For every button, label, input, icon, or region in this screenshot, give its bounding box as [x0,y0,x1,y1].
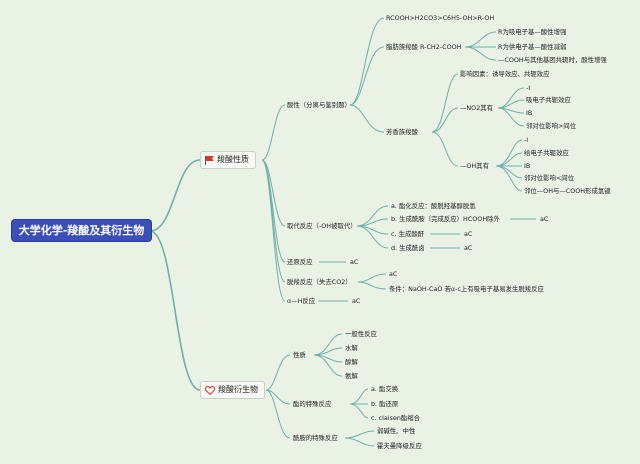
node-acidity[interactable]: 酸性（分离与鉴别题） [287,101,351,109]
substitution-item[interactable]: b. 生成酰胺（完成反应）HCOOH除外 [391,215,500,223]
node-amide[interactable]: 酰胺的特殊反应 [293,434,338,442]
no2-item[interactable]: IB [526,109,533,117]
substitution-item[interactable]: c. 生成酸酐 [391,230,425,238]
node-reduction[interactable]: 还原反应 [287,258,313,266]
node-reduction-extra: aC [350,258,359,266]
substitution-extra: aC [464,244,473,252]
no2-item[interactable]: 邻对位影响>间位 [526,122,577,130]
oh-item[interactable]: 给电子共轭效应 [524,149,569,157]
substitution-extra: aC [464,230,473,238]
properties-item[interactable]: 氨解 [345,372,358,380]
oh-item[interactable]: IB [524,162,531,170]
flag-icon [205,155,214,165]
no2-item[interactable]: 吸电子共轭效应 [526,96,571,104]
aliphatic-item[interactable]: R为供电子基—酸性减弱 [498,43,567,51]
ester-item[interactable]: b. 酯还原 [371,400,399,408]
acidity-order[interactable]: RCOOH>H2CO3>C6H5-OH>R-OH [386,14,495,22]
aromatic-factor[interactable]: 影响因素：诱导效应、共轭效应 [460,70,550,78]
node-ester[interactable]: 酯的特殊反应 [293,400,332,408]
ester-item[interactable]: a. 酯交换 [371,385,399,393]
node-decarboxylation[interactable]: 脱羧反应（失去CO2） [287,278,352,286]
oh-item[interactable]: -I [524,136,529,144]
decarboxylation-item[interactable]: aC [389,270,398,278]
root-topic[interactable]: 大学化学-羧酸及其衍生物 [12,220,151,241]
node-no2[interactable]: —NO2其有 [460,104,494,112]
amide-item[interactable]: 霍夫曼降级反应 [377,442,422,450]
node-substitution[interactable]: 取代反应（-OH被取代） [287,222,357,230]
oh-item[interactable]: 邻位—OH与—COOH形成氢键 [524,187,611,195]
substitution-item[interactable]: a. 酯化反应：酸脱羟基醇脱氢 [391,202,476,210]
node-oh[interactable]: —OH其有 [460,162,490,170]
ester-item[interactable]: c. claisen酯缩合 [371,414,421,422]
substitution-extra: aC [540,215,549,223]
branch-carboxylic-derivatives[interactable]: 羧酸衍生物 [200,381,265,399]
oh-item[interactable]: 邻对位影响<间位 [524,174,575,182]
branch-carboxylic-properties[interactable]: 羧酸性质 [200,151,256,169]
node-alpha-h-extra: aC [352,297,361,305]
node-aliphatic[interactable]: 脂肪族羧酸 R-CH2-COOH [386,43,462,51]
node-aromatic[interactable]: 芳香族羧酸 [386,128,418,136]
heart-icon [205,385,215,395]
properties-item[interactable]: 醇解 [345,358,358,366]
branch-title: 羧酸衍生物 [218,385,258,394]
branch-title: 羧酸性质 [217,155,249,164]
properties-item[interactable]: 一般性反应 [345,330,377,338]
node-alpha-h[interactable]: α—H反应 [287,297,316,305]
properties-item[interactable]: 水解 [345,344,358,352]
aliphatic-item[interactable]: R为吸电子基—酸性增强 [498,28,567,36]
decarboxylation-item[interactable]: 条件：NaOH-CaO 若α-c上有吸电子基易发生脱羧反应 [389,285,544,293]
aliphatic-item[interactable]: —COOH与其他基团共轭时，酸性增强 [498,56,607,64]
amide-item[interactable]: 弱碱性、中性 [377,427,416,435]
node-properties[interactable]: 性质 [293,351,306,359]
no2-item[interactable]: -I [526,84,531,92]
substitution-item[interactable]: d. 生成酰卤 [391,244,425,252]
